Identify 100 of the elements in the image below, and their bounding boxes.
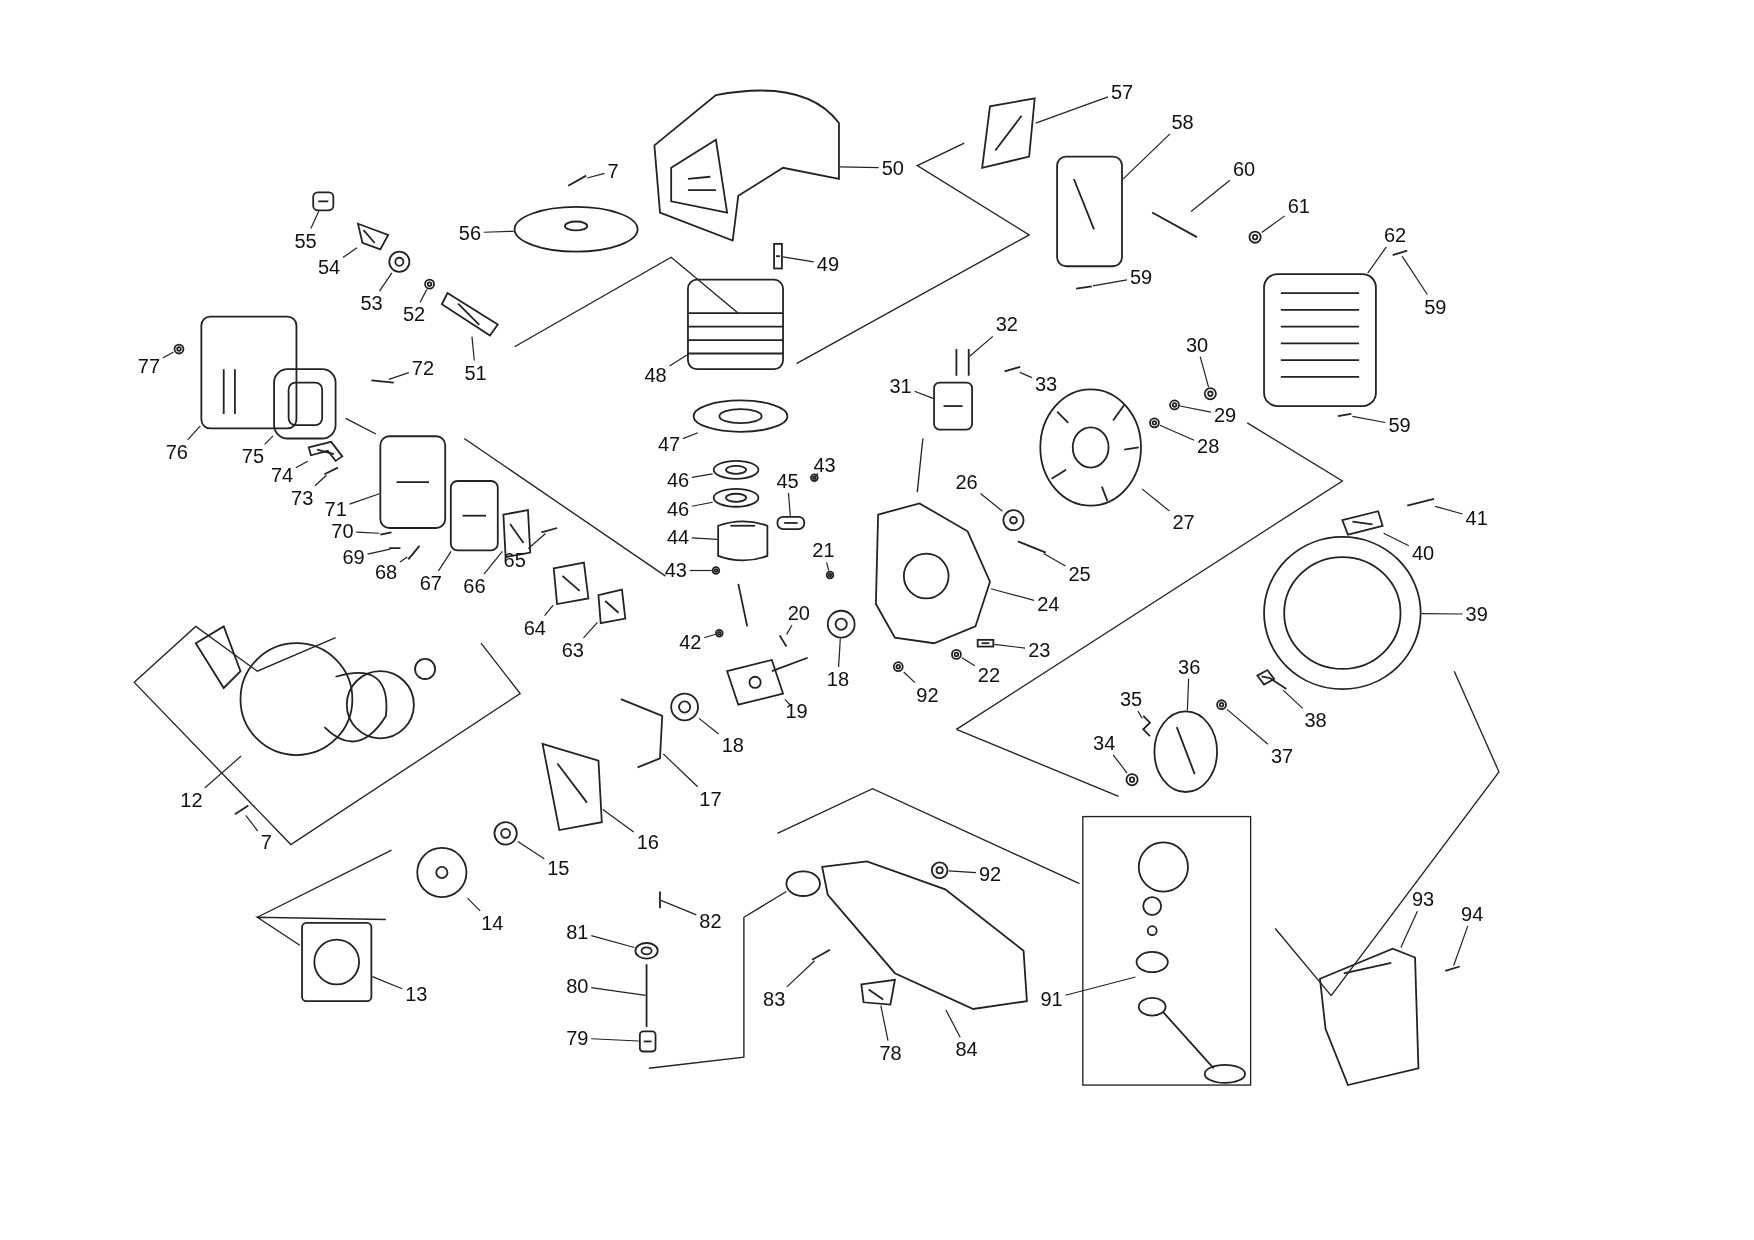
leader-line	[1122, 133, 1171, 180]
callout-number: 12	[179, 788, 204, 811]
leader-line	[471, 336, 475, 362]
leader-line	[691, 537, 718, 540]
gasket-drawing	[692, 399, 789, 433]
callout-number: 30	[1184, 333, 1210, 356]
leader-line	[590, 935, 635, 949]
leader-line	[913, 390, 934, 399]
leader-line	[698, 717, 720, 735]
fuel-tank-drawing	[785, 860, 1028, 1010]
leader-line	[204, 755, 242, 789]
callout-number: 39	[1464, 603, 1489, 626]
callout-number: 36	[1177, 655, 1202, 678]
leader-line	[786, 960, 816, 988]
callout-number: 19	[784, 700, 809, 723]
leader-line	[703, 633, 716, 639]
leader-line	[483, 550, 503, 575]
washer-drawing	[1149, 417, 1160, 429]
plate-drawing	[301, 921, 373, 1003]
leader-line	[1190, 179, 1231, 213]
callout-number: 7	[606, 160, 620, 183]
callout-number: 20	[786, 602, 811, 624]
fan-cover-drawing	[653, 89, 840, 242]
callout-number: 83	[762, 987, 787, 1010]
screw-drawing	[323, 466, 339, 476]
leader-line	[371, 976, 403, 990]
leader-line	[517, 840, 545, 860]
leader-line	[782, 256, 815, 263]
spring-drawing	[379, 531, 393, 536]
callout-number: 57	[1109, 80, 1135, 103]
washer-drawing	[1169, 399, 1180, 411]
leader-line	[582, 621, 599, 639]
callout-number: 48	[643, 363, 668, 386]
callout-number: 31	[888, 374, 913, 397]
callout-number: 47	[656, 433, 682, 456]
washer-drawing	[1125, 773, 1139, 787]
leader-line	[691, 473, 714, 479]
leader-line	[1367, 246, 1387, 274]
screw-drawing	[1336, 413, 1353, 418]
screw-drawing	[370, 379, 395, 384]
screw-drawing	[1075, 285, 1093, 290]
callout-number: 59	[1129, 266, 1154, 289]
bearing-drawing	[826, 609, 856, 639]
callout-number: 26	[954, 471, 979, 494]
leader-line	[388, 372, 410, 380]
crankcase-half-drawing	[541, 742, 603, 832]
leader-line	[590, 1038, 640, 1042]
callout-number: 14	[480, 911, 505, 934]
leader-line	[1453, 925, 1469, 967]
callout-number: 74	[269, 464, 295, 487]
leader-line	[1383, 532, 1410, 547]
leader-line	[880, 1004, 889, 1042]
leader-line	[1351, 415, 1386, 424]
leader-line	[1064, 976, 1137, 996]
muffler-drawing	[1056, 155, 1123, 268]
air-filter-drawing	[273, 368, 337, 440]
seal-drawing	[493, 821, 518, 846]
callout-number: 77	[136, 354, 161, 377]
screw-drawing	[1406, 498, 1435, 507]
leader-line	[162, 351, 175, 359]
crankshaft-drawing	[726, 656, 809, 706]
callout-number: 92	[977, 862, 1003, 885]
screw-drawing	[773, 242, 783, 270]
washer-drawing	[951, 649, 962, 660]
leader-line	[295, 460, 309, 469]
leader-line	[784, 698, 792, 707]
leader-line	[660, 899, 697, 916]
muffler-cover-drawing	[1263, 273, 1377, 407]
callout-number: 18	[825, 668, 851, 690]
leader-line	[838, 638, 841, 668]
callout-number: 73	[290, 486, 315, 509]
callout-number: 81	[565, 920, 590, 943]
leader-line	[437, 550, 452, 572]
leader-line	[682, 432, 699, 440]
leader-line	[691, 501, 714, 507]
leader-line	[349, 493, 380, 505]
callout-number: 72	[410, 357, 436, 379]
screw-drawing	[540, 527, 558, 534]
leader-line	[1199, 355, 1210, 388]
leader-line	[1226, 708, 1269, 745]
callout-number: 28	[1196, 435, 1221, 458]
piston-ring-drawing	[712, 459, 760, 480]
valve-drawing	[634, 942, 659, 960]
leader-line	[979, 492, 1003, 512]
leader-line	[1186, 678, 1190, 712]
callout-number: 70	[330, 520, 355, 543]
leader-line	[378, 272, 393, 292]
leader-line	[342, 247, 358, 259]
callout-number: 76	[164, 440, 189, 463]
key-drawing	[778, 634, 788, 648]
grommet-drawing	[892, 661, 904, 673]
callout-number: 63	[560, 638, 585, 661]
callout-number: 66	[462, 575, 487, 598]
leader-line	[1400, 910, 1418, 949]
callout-number: 55	[293, 229, 318, 252]
callout-number: 35	[1118, 688, 1144, 711]
leader-line	[586, 172, 606, 179]
leader-line	[993, 643, 1026, 649]
callout-number: 50	[880, 156, 905, 179]
carburetor-drawing	[449, 480, 499, 552]
